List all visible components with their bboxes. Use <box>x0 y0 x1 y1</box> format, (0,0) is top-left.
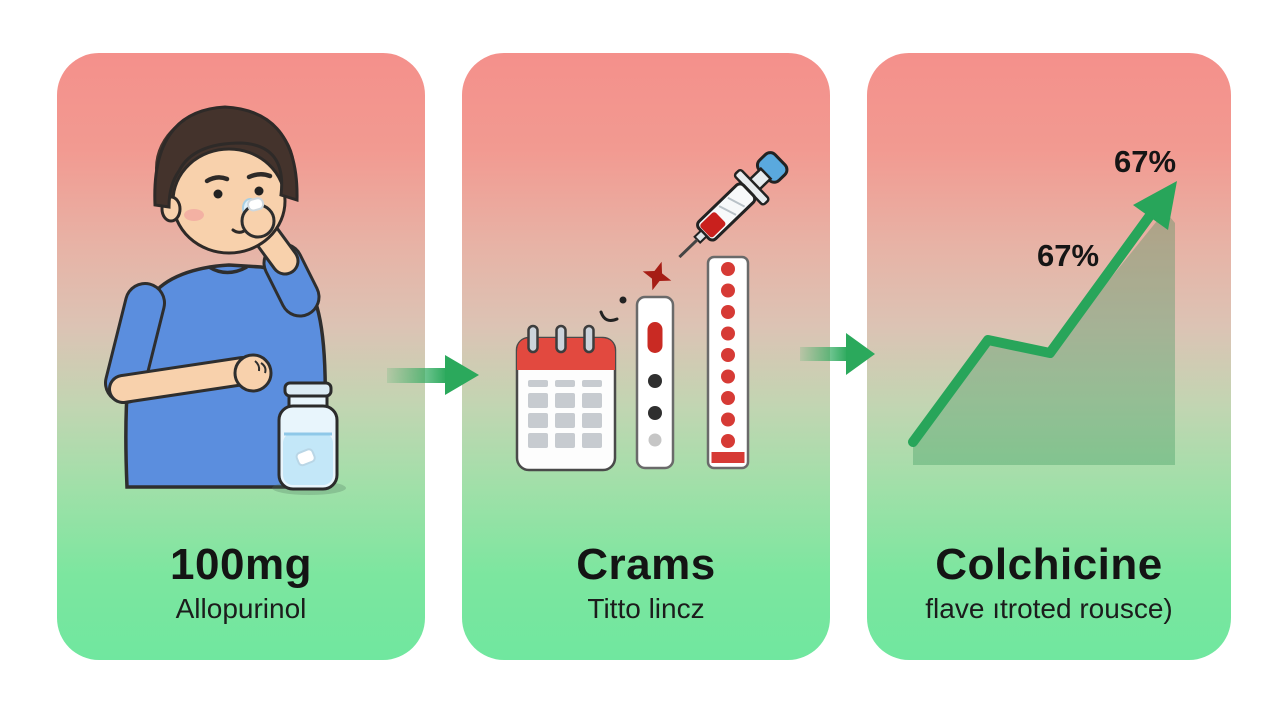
pill-icon <box>247 197 265 212</box>
panel-caption: 100mg Allopurinol <box>57 541 425 626</box>
person-taking-pill-illustration <box>104 105 346 495</box>
eye-left <box>213 189 223 199</box>
arrow-head <box>846 333 875 375</box>
panel-subtitle: flave ıtroted rousce) <box>925 593 1173 624</box>
chart-area-fill <box>913 211 1175 465</box>
strip-red-dots <box>721 262 735 448</box>
panel-dosing: Crams Titto lincz <box>462 53 830 660</box>
calendar-ring <box>527 324 539 354</box>
test-strip-tall <box>706 255 750 470</box>
sparkle-icon <box>642 261 672 291</box>
arrow-tail <box>800 347 848 361</box>
arrow-tail <box>387 368 447 383</box>
calendar-icon <box>515 324 617 472</box>
finger-lines <box>254 360 267 374</box>
water-bottle-icon <box>272 381 346 495</box>
sleeve <box>107 285 163 401</box>
panel-title: Colchicine <box>935 540 1163 589</box>
panel-title: 100mg <box>170 540 312 589</box>
syringe-needle <box>678 238 699 259</box>
panel-allopurinol: 100mg Allopurinol <box>57 53 425 660</box>
blush <box>184 209 204 221</box>
curve-mark <box>599 310 619 322</box>
trend-arrowhead <box>1133 181 1177 230</box>
arrow-right-icon <box>800 333 875 375</box>
eyebrow-left <box>204 175 230 184</box>
collar <box>208 265 248 275</box>
strip-body <box>706 255 750 470</box>
dot-mark <box>619 296 627 304</box>
panel-title: Crams <box>576 540 716 589</box>
test-strip-short <box>635 295 675 470</box>
eye-right <box>254 186 264 196</box>
arrow-right-icon <box>387 355 479 395</box>
strip-red-band <box>647 322 663 353</box>
calendar-grid <box>528 380 602 448</box>
syringe-ticks <box>718 196 746 216</box>
dosing-illustration <box>515 151 789 472</box>
chart-annotation-top: 67% <box>1113 144 1177 179</box>
pill-in-bottle <box>295 448 316 467</box>
arrow-head <box>445 355 479 395</box>
hair-fringe <box>153 105 299 209</box>
calendar-ring <box>555 324 567 354</box>
chart-annotation-mid: 67% <box>1036 238 1100 273</box>
panel-caption: Crams Titto lincz <box>462 541 830 626</box>
trend-chart <box>908 181 1177 465</box>
syringe-liquid <box>700 212 726 238</box>
eyebrow-right <box>246 172 273 180</box>
forearm <box>111 359 255 401</box>
calendar-ring <box>583 324 595 354</box>
strip-dot-black <box>648 374 662 388</box>
bottle-cap <box>283 381 333 398</box>
syringe-icon <box>678 151 789 259</box>
strip-dot-black <box>648 406 662 420</box>
panel-caption: Colchicine flave ıtroted rousce) <box>867 541 1231 626</box>
trend-line <box>908 205 1159 447</box>
panel-colchicine: 67% 67% Colchicine flave ıtroted rousce) <box>867 53 1231 660</box>
panel-subtitle: Titto lincz <box>587 593 705 624</box>
strip-red-bar <box>711 452 745 463</box>
panel-subtitle: Allopurinol <box>175 593 307 624</box>
face <box>171 147 287 255</box>
strip-dot-gray <box>648 433 662 447</box>
